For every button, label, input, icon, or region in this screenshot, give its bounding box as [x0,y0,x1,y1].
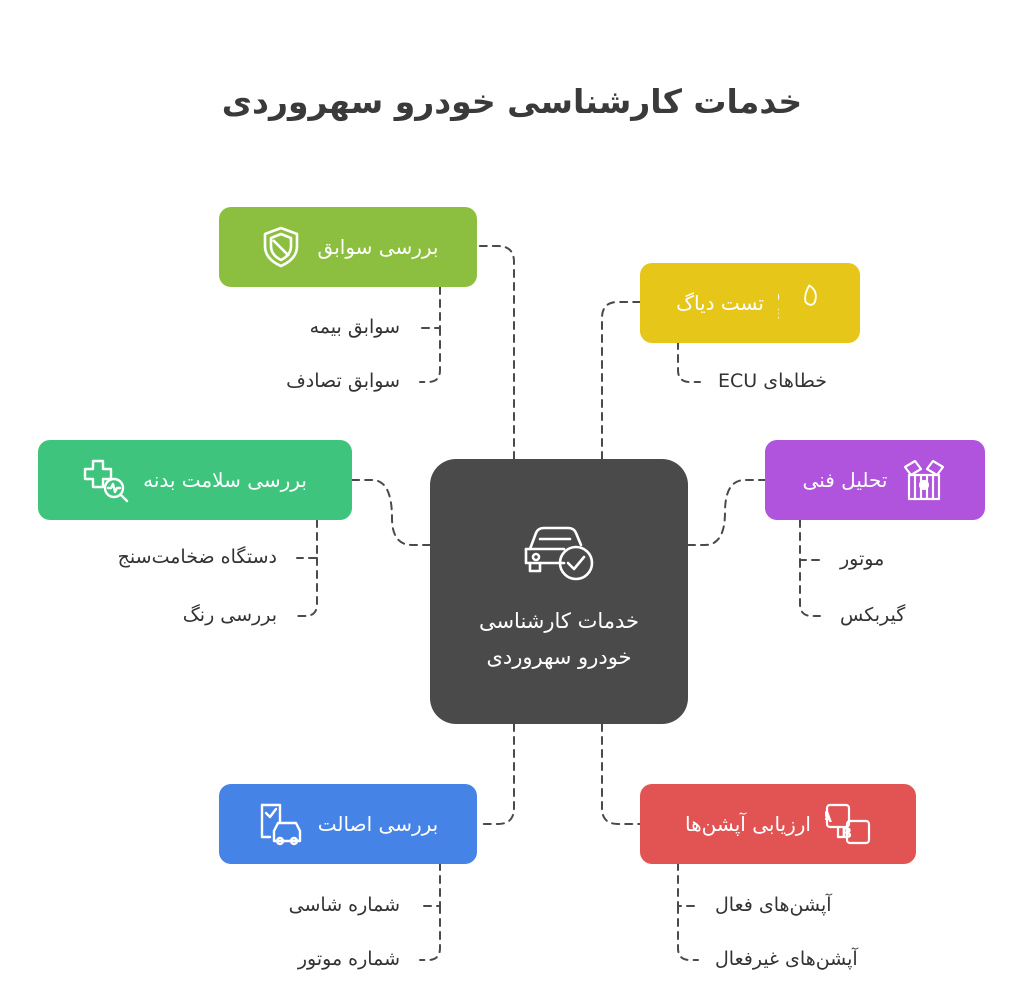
adblue-icon: AD BLUE [778,280,824,326]
node-diag-label: تست دیاگ [676,291,764,315]
body-item-thickness: دستگاه ضخامت‌سنج [117,546,277,568]
auth-item-chassis: شماره شاسی [288,894,400,916]
diagram-title: خدمات کارشناسی خودرو سهروردی [221,82,803,121]
tech-item-gearbox: گیربکس [840,604,906,626]
connector-auth-2 [419,905,441,961]
connector-body-2 [296,557,318,617]
node-options: ارزیابی آپشن‌ها A B [640,784,916,864]
node-body: بررسی سلامت بدنه [38,440,352,520]
node-history-label: بررسی سوابق [317,235,439,259]
center-label: خدمات کارشناسی خودرو سهروردی [478,608,640,669]
node-body-label: بررسی سلامت بدنه [143,468,307,492]
svg-text:BLUE: BLUE [778,308,780,323]
connector-diag-1 [677,341,701,383]
connector-options-2 [677,905,699,961]
shield-icon [258,224,304,270]
car-document-icon [258,801,304,847]
node-tech: تحلیل فنی [765,440,985,520]
svg-text:B: B [841,826,852,842]
tech-item-engine: موتور [840,548,885,570]
history-item-accident: سوابق تصادف [286,370,400,392]
connector-history [477,245,515,460]
connector-options-1 [677,862,699,907]
connector-history-2 [419,327,441,383]
svg-text:A: A [825,810,832,826]
engine-icon [901,457,947,503]
health-check-icon [83,457,129,503]
connector-options [601,723,641,825]
node-options-label: ارزیابی آپشن‌ها [685,812,811,836]
connector-tech [687,479,766,546]
history-item-insurance: سوابق بیمه [309,316,400,338]
car-check-icon [520,515,598,585]
center-node: خدمات کارشناسی خودرو سهروردی [430,459,688,724]
body-item-paint: بررسی رنگ [182,604,277,626]
connector-tech-1 [799,519,821,561]
options-item-inactive: آپشن‌های غیرفعال [715,948,858,970]
auth-item-engine-number: شماره موتور [297,948,400,970]
ab-test-icon: A B [825,801,871,847]
node-history: بررسی سوابق [219,207,477,287]
connector-tech-2 [799,559,821,617]
svg-text:AD: AD [778,291,780,306]
node-auth-label: بررسی اصالت [317,812,439,836]
diag-item-ecu: خطاهای ECU [718,370,828,392]
options-item-active: آپشن‌های فعال [715,894,832,916]
node-tech-label: تحلیل فنی [802,468,888,492]
node-diag: تست دیاگ AD BLUE [640,263,860,343]
connector-diag [601,301,641,460]
connector-history-1 [419,286,441,329]
node-auth: بررسی اصالت [219,784,477,864]
connector-body [351,479,431,546]
connector-body-1 [296,519,318,559]
connector-auth [477,723,515,825]
connector-auth-1 [419,862,441,907]
